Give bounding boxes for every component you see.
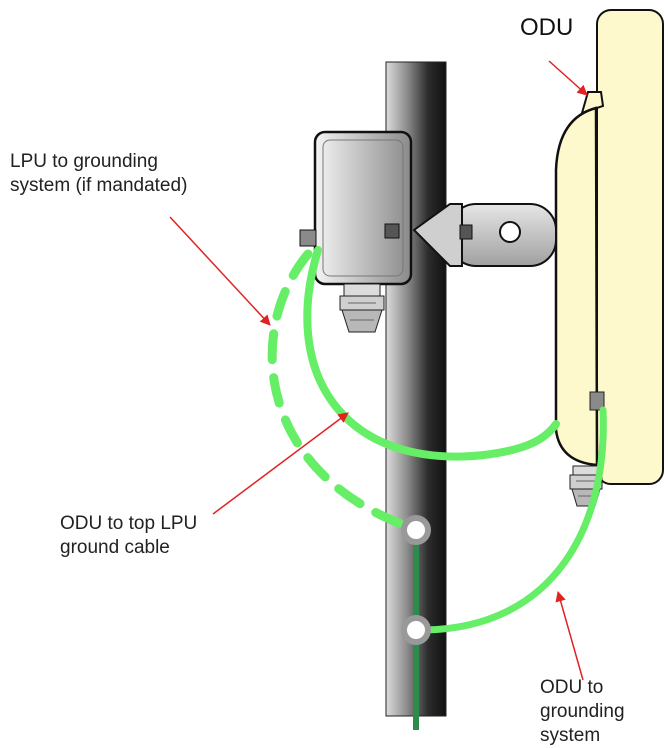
label-odu: ODU (520, 14, 574, 41)
label-odu-grounding-line2: grounding (540, 701, 625, 722)
arrow-odu-grounding (555, 590, 584, 681)
arrow-odu-top-lpu (212, 412, 349, 515)
label-lpu-grounding-line1: LPU to grounding (10, 151, 158, 172)
mounting-bracket (412, 203, 557, 267)
odu-to-lpu-cable (303, 246, 560, 461)
label-odu-grounding-line3: system (540, 725, 601, 746)
arrow-lpu-grounding (169, 216, 271, 326)
lpu-box (313, 130, 413, 286)
label-lpu-grounding-line2: system (if mandated) (10, 175, 188, 196)
label-odu-top-lpu-line2: ground cable (60, 537, 170, 558)
label-odu-grounding-line1: ODU to (540, 677, 604, 698)
lpu-cable-gland (339, 283, 385, 333)
odu-ground-lug (589, 391, 605, 411)
lpu-grounding-cable-dashed (267, 249, 409, 530)
ground-ring-bottom (401, 615, 431, 645)
lpu-ground-lug (299, 229, 317, 247)
odu-back-plate (596, 9, 664, 485)
label-odu-grounding: ODU to grounding system (540, 676, 625, 748)
odu-housing (554, 106, 599, 467)
arrow-odu (548, 60, 588, 96)
label-lpu-grounding: LPU to grounding system (if mandated) (10, 150, 187, 198)
ground-ring-top (401, 515, 431, 545)
label-odu-top-lpu: ODU to top LPU ground cable (60, 512, 197, 560)
odu-grounding-cable (420, 406, 607, 634)
label-odu-top-lpu-line1: ODU to top LPU (60, 513, 198, 534)
